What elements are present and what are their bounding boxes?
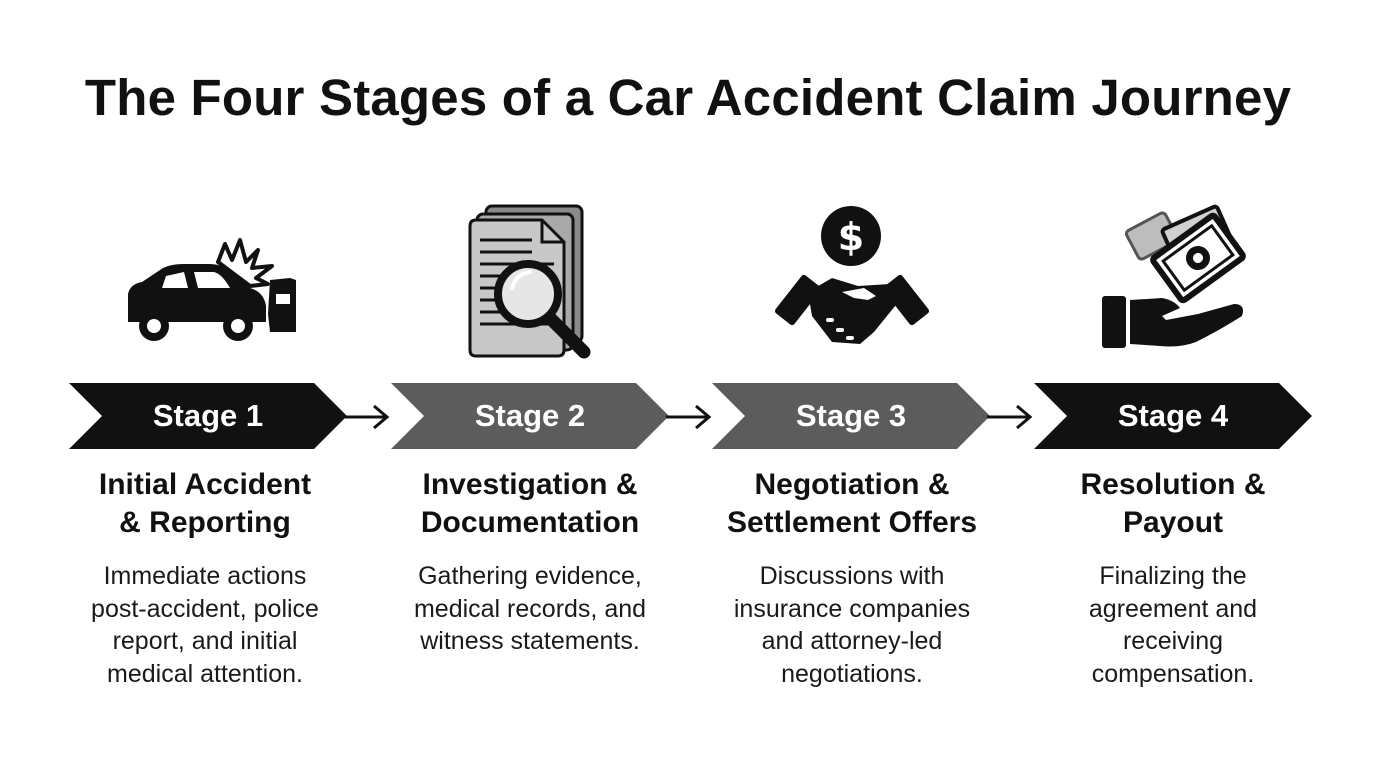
desc-line: agreement and (1088, 594, 1258, 623)
stage-title-line: Payout (1122, 506, 1224, 539)
arrow-right-icon (666, 404, 712, 430)
car-crash-icon (128, 238, 296, 341)
banner-shape (1034, 383, 1312, 449)
stage-title-line: & Reporting (119, 506, 291, 539)
stage-1-label: Stage 1 (152, 398, 264, 433)
stage-2-description: Gathering evidence, medical records, and… (380, 560, 680, 658)
handshake-dollar-icon: $ (774, 206, 930, 344)
page-title: The Four Stages of a Car Accident Claim … (84, 69, 1292, 126)
stage-title-line: Resolution & (1080, 468, 1266, 501)
banner-shape (391, 383, 669, 449)
desc-line: report, and initial (112, 627, 298, 655)
stage-title-line: Negotiation & (754, 468, 950, 501)
stage-title-line: Settlement Offers (726, 506, 978, 539)
arrow-right-icon (344, 404, 390, 430)
stage-4-description: Finalizing the agreement and receiving c… (1023, 560, 1323, 690)
stage-title-line: Documentation (420, 506, 640, 539)
desc-line: medical records, and (413, 594, 647, 623)
banner-shape (712, 383, 990, 449)
desc-line: and attorney-led (761, 627, 943, 655)
arrow-right-icon (987, 404, 1033, 430)
hand-money-icon (1102, 204, 1246, 348)
document-search-icon (468, 204, 591, 359)
desc-line: insurance companies (733, 594, 971, 623)
desc-line: Gathering evidence, (418, 562, 642, 590)
stage-2-label: Stage 2 (474, 398, 586, 433)
stage-4-label: Stage 4 (1117, 398, 1229, 433)
stage-1-title: Initial Accident & Reporting (55, 466, 355, 542)
banner-shape (69, 383, 347, 449)
svg-text:$: $ (838, 215, 864, 259)
stage-title-line: Investigation & (422, 468, 638, 501)
desc-line: post-accident, police (91, 594, 319, 623)
desc-line: medical attention. (107, 659, 303, 688)
desc-line: negotiations. (781, 659, 923, 688)
desc-line: witness statements. (420, 627, 640, 655)
stage-3-description: Discussions with insurance companies and… (702, 560, 1002, 690)
desc-line: Finalizing the (1099, 562, 1247, 590)
stage-3-title: Negotiation & Settlement Offers (702, 466, 1002, 542)
stage-2-banner: Stage 2 (391, 383, 669, 449)
stage-3-label: Stage 3 (795, 398, 907, 433)
desc-line: compensation. (1091, 659, 1255, 688)
desc-line: Immediate actions (103, 562, 307, 590)
stage-2-title: Investigation & Documentation (380, 466, 680, 542)
stage-title-line: Initial Accident (98, 468, 312, 501)
stage-1-description: Immediate actions post-accident, police … (55, 560, 355, 690)
stage-1-banner: Stage 1 (69, 383, 347, 449)
desc-line: receiving (1122, 627, 1224, 655)
stage-3-banner: Stage 3 (712, 383, 990, 449)
stage-4-title: Resolution & Payout (1023, 466, 1323, 542)
stage-4-banner: Stage 4 (1034, 383, 1312, 449)
desc-line: Discussions with (759, 562, 945, 590)
